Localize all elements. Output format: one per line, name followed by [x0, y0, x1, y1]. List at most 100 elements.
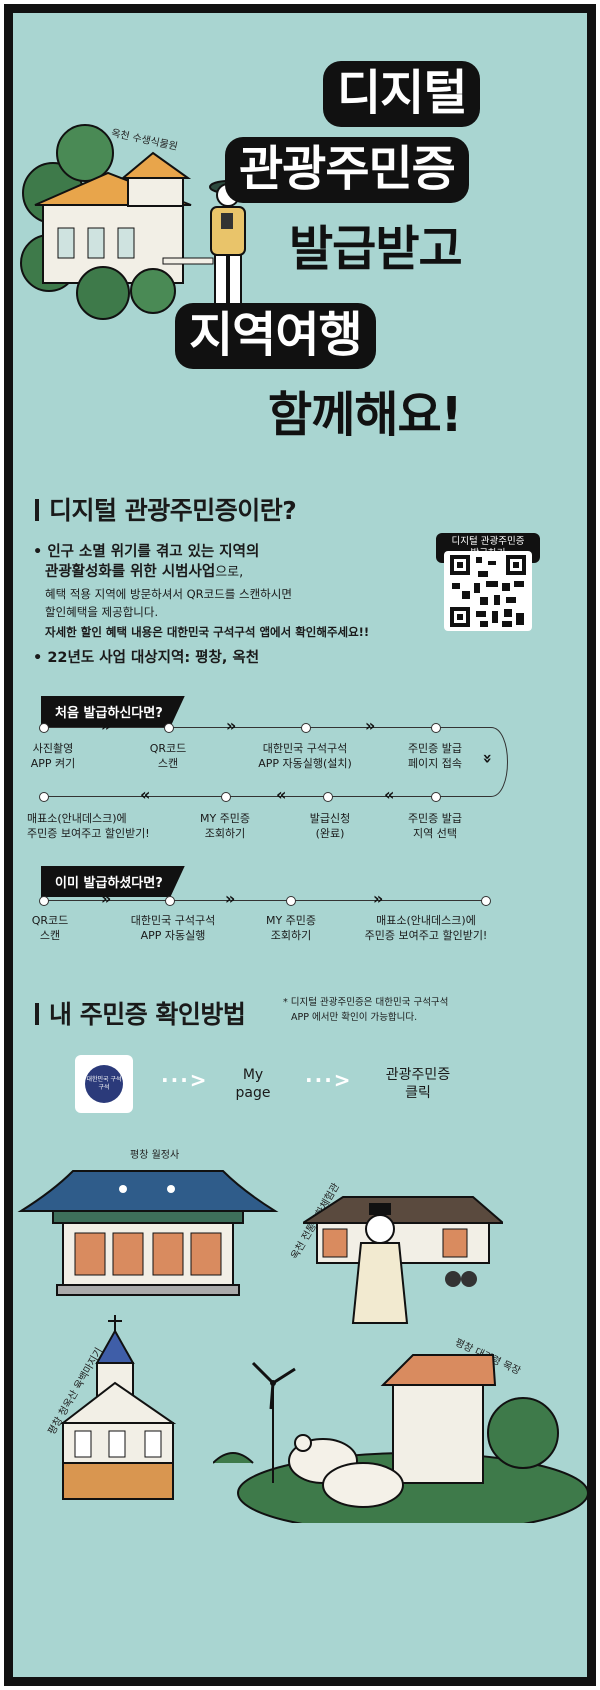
already-step-2-line1: 대한민국 구석구석 [130, 914, 216, 927]
step-node [323, 792, 333, 802]
intro-title: 디지털 관광주민증이란? [35, 491, 297, 527]
chevron-left-icon: » [145, 785, 151, 804]
already-step-1-line1: QR코드 [31, 914, 69, 927]
chevron-left-icon: » [389, 785, 395, 804]
first-step-8-line1: 매표소(안내데스크)에 [27, 812, 127, 825]
qr-label-line1: 디지털 관광주민증 [451, 536, 525, 547]
chevron-right-icon: » [373, 889, 384, 908]
first-step-1-line2: APP 켜기 [30, 757, 76, 770]
headline-line5: 함께해요! [268, 387, 463, 443]
already-step-3-line2: 조회하기 [270, 929, 312, 942]
chevron-right-icon: » [225, 889, 236, 908]
first-step-6-line2: (완료) [315, 827, 345, 840]
title-bar [35, 1003, 39, 1025]
step-node [39, 896, 49, 906]
chevron-right-icon: » [101, 716, 112, 735]
first-step-3-line1: 대한민국 구석구석 [262, 742, 348, 755]
card-click-step-line1: 관광주민증 [385, 1067, 451, 1083]
chevron-down-icon: » [478, 753, 498, 759]
church-illustration [60, 1315, 177, 1500]
first-step-6: 발급신청(완료) [295, 811, 365, 841]
gooseokgooseok-app-icon[interactable]: 대한민국 구석구석 [75, 1055, 133, 1113]
chevron-left-icon: » [281, 785, 287, 804]
already-row-line [43, 900, 485, 901]
okcheon-arboretum-illustration [20, 124, 214, 320]
first-step-5-line1: 주민증 발급 [407, 812, 463, 825]
first-row1-line [43, 727, 491, 728]
place-label-woljeongsa: 평창 월정사 [130, 1150, 180, 1161]
headline-line2: 관광주민증 [225, 137, 469, 203]
intro-bullet1: • 인구 소멸 위기를 겪고 있는 지역의 [33, 544, 260, 560]
first-step-4-line2: 페이지 접속 [407, 757, 463, 770]
title-bar [35, 499, 39, 521]
step-node [165, 896, 175, 906]
step-node [481, 896, 491, 906]
step-node [431, 792, 441, 802]
intro-line2: 관광활성화를 위한 시범사업으로, [45, 563, 243, 582]
check-title: 내 주민증 확인방법 [35, 995, 246, 1031]
first-row2-line [43, 796, 491, 797]
headline-line4: 지역여행 [175, 303, 376, 369]
chevron-right-icon: » [226, 716, 237, 735]
step-node [431, 723, 441, 733]
already-step-4-line2: 주민증 보여주고 할인받기! [364, 929, 488, 942]
first-time-tag: 처음 발급하신다면? [41, 696, 185, 727]
daegwallyeong-ranch-illustration [213, 1354, 587, 1523]
headline-line3: 발급받고 [289, 221, 463, 277]
arrow-right-icon: ···> [305, 1068, 353, 1092]
first-step-1-line1: 사진촬영 [32, 742, 74, 755]
intro-line4: 할인혜택을 제공합니다. [45, 605, 159, 619]
poster: 옥천 수생식물원 디지털 관광주민증 발급받고 지역여행 함께해요! 디지털 관… [13, 13, 587, 1677]
step-node [164, 723, 174, 733]
first-row-turn-curve [490, 727, 508, 797]
mypage-step: My page [225, 1066, 281, 1102]
check-note: * 디지털 관광주민증은 대한민국 구석구석 APP 에서만 확인이 가능합니다. [283, 995, 448, 1025]
first-step-7-line2: 조회하기 [204, 827, 246, 840]
chevron-right-icon: » [365, 716, 376, 735]
woljeongsa-temple-illustration [17, 1170, 279, 1296]
intro-bullet2: • 22년도 사업 대상지역: 평창, 옥천 [33, 650, 260, 666]
first-step-5-line2: 지역 선택 [413, 827, 457, 840]
step-node [39, 792, 49, 802]
first-step-7-line1: MY 주민증 [199, 812, 251, 825]
intro-line5: 자세한 할인 혜택 내용은 대한민국 구석구석 앱에서 확인해주세요!! [45, 625, 370, 639]
first-step-1: 사진촬영 APP 켜기 [13, 741, 93, 771]
already-tag: 이미 발급하셨다면? [41, 866, 185, 897]
mypage-step-line1: My [242, 1067, 264, 1083]
qr-code[interactable] [444, 551, 532, 631]
intro-title-text: 디지털 관광주민증이란? [49, 496, 297, 525]
step-node [301, 723, 311, 733]
step-node [286, 896, 296, 906]
mypage-step-line2: page [235, 1085, 271, 1101]
first-step-2-line2: 스캔 [157, 757, 179, 770]
check-note-line2: APP 에서만 확인이 가능합니다. [291, 1012, 418, 1023]
okcheon-culture-house-illustration [303, 1196, 503, 1324]
already-step-2: 대한민국 구석구석 APP 자동실행 [118, 913, 228, 943]
step-node [39, 723, 49, 733]
already-step-2-line2: APP 자동실행 [140, 929, 206, 942]
arrow-right-icon: ···> [161, 1068, 209, 1092]
check-note-line1: * 디지털 관광주민증은 대한민국 구석구석 [283, 997, 449, 1008]
first-step-2-line1: QR코드 [149, 742, 187, 755]
app-logo: 대한민국 구석구석 [85, 1065, 123, 1103]
qr-code-icon [450, 555, 526, 627]
already-step-4-line1: 매표소(안내데스크)에 [376, 914, 476, 927]
intro-bullet1-line1: 인구 소멸 위기를 겪고 있는 지역의 [47, 544, 260, 560]
check-title-text: 내 주민증 확인방법 [49, 1000, 246, 1029]
first-step-4-line1: 주민증 발급 [407, 742, 463, 755]
intro-bullet2-text: 22년도 사업 대상지역: 평창, 옥천 [47, 650, 260, 666]
chevron-right-icon: » [101, 889, 112, 908]
intro-line2-bold: 관광활성화를 위한 시범사업 [45, 564, 216, 580]
step-node [221, 792, 231, 802]
first-step-8-line2: 주민증 보여주고 할인받기! [27, 827, 150, 840]
intro-line3: 혜택 적용 지역에 방문하셔서 QR코드를 스캔하시면 [45, 587, 292, 601]
already-step-3-line1: MY 주민증 [265, 914, 317, 927]
